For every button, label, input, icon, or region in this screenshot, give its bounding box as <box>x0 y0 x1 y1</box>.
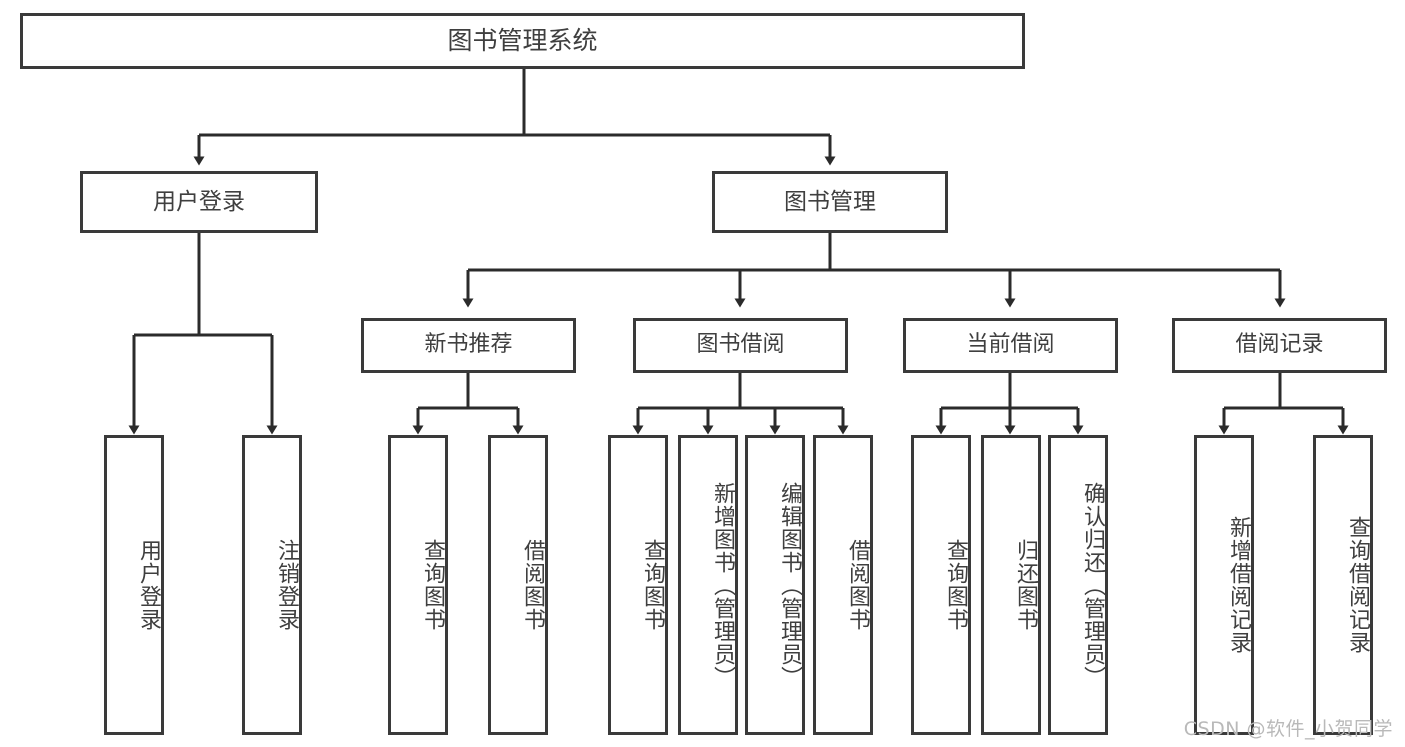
node-book-management[interactable]: 图书管理 <box>712 171 948 233</box>
watermark-text: CSDN @软件_小贺同学 <box>1183 718 1393 740</box>
node-book-borrow[interactable]: 图书借阅 <box>633 318 848 373</box>
node-user-login[interactable]: 用户登录 <box>80 171 318 233</box>
leaf-borrow-add-book-admin[interactable]: 新增图书（管理员） <box>678 435 738 735</box>
leaf-new-book-query[interactable]: 查询图书 <box>388 435 448 735</box>
leaf-record-query-record[interactable]: 查询借阅记录 <box>1313 435 1373 735</box>
node-current-borrow[interactable]: 当前借阅 <box>903 318 1118 373</box>
node-borrow-record[interactable]: 借阅记录 <box>1172 318 1387 373</box>
leaf-user-login-logout[interactable]: 注销登录 <box>242 435 302 735</box>
leaf-user-login-login[interactable]: 用户登录 <box>104 435 164 735</box>
leaf-borrow-edit-book-admin[interactable]: 编辑图书（管理员） <box>745 435 805 735</box>
leaf-current-query-book[interactable]: 查询图书 <box>911 435 971 735</box>
node-root-system[interactable]: 图书管理系统 <box>20 13 1025 69</box>
leaf-current-return-book[interactable]: 归还图书 <box>981 435 1041 735</box>
node-new-book-recommend[interactable]: 新书推荐 <box>361 318 576 373</box>
leaf-borrow-borrow-book[interactable]: 借阅图书 <box>813 435 873 735</box>
leaf-record-add-record[interactable]: 新增借阅记录 <box>1194 435 1254 735</box>
leaf-borrow-query-book[interactable]: 查询图书 <box>608 435 668 735</box>
leaf-current-confirm-return-admin[interactable]: 确认归还（管理员） <box>1048 435 1108 735</box>
leaf-new-book-borrow[interactable]: 借阅图书 <box>488 435 548 735</box>
